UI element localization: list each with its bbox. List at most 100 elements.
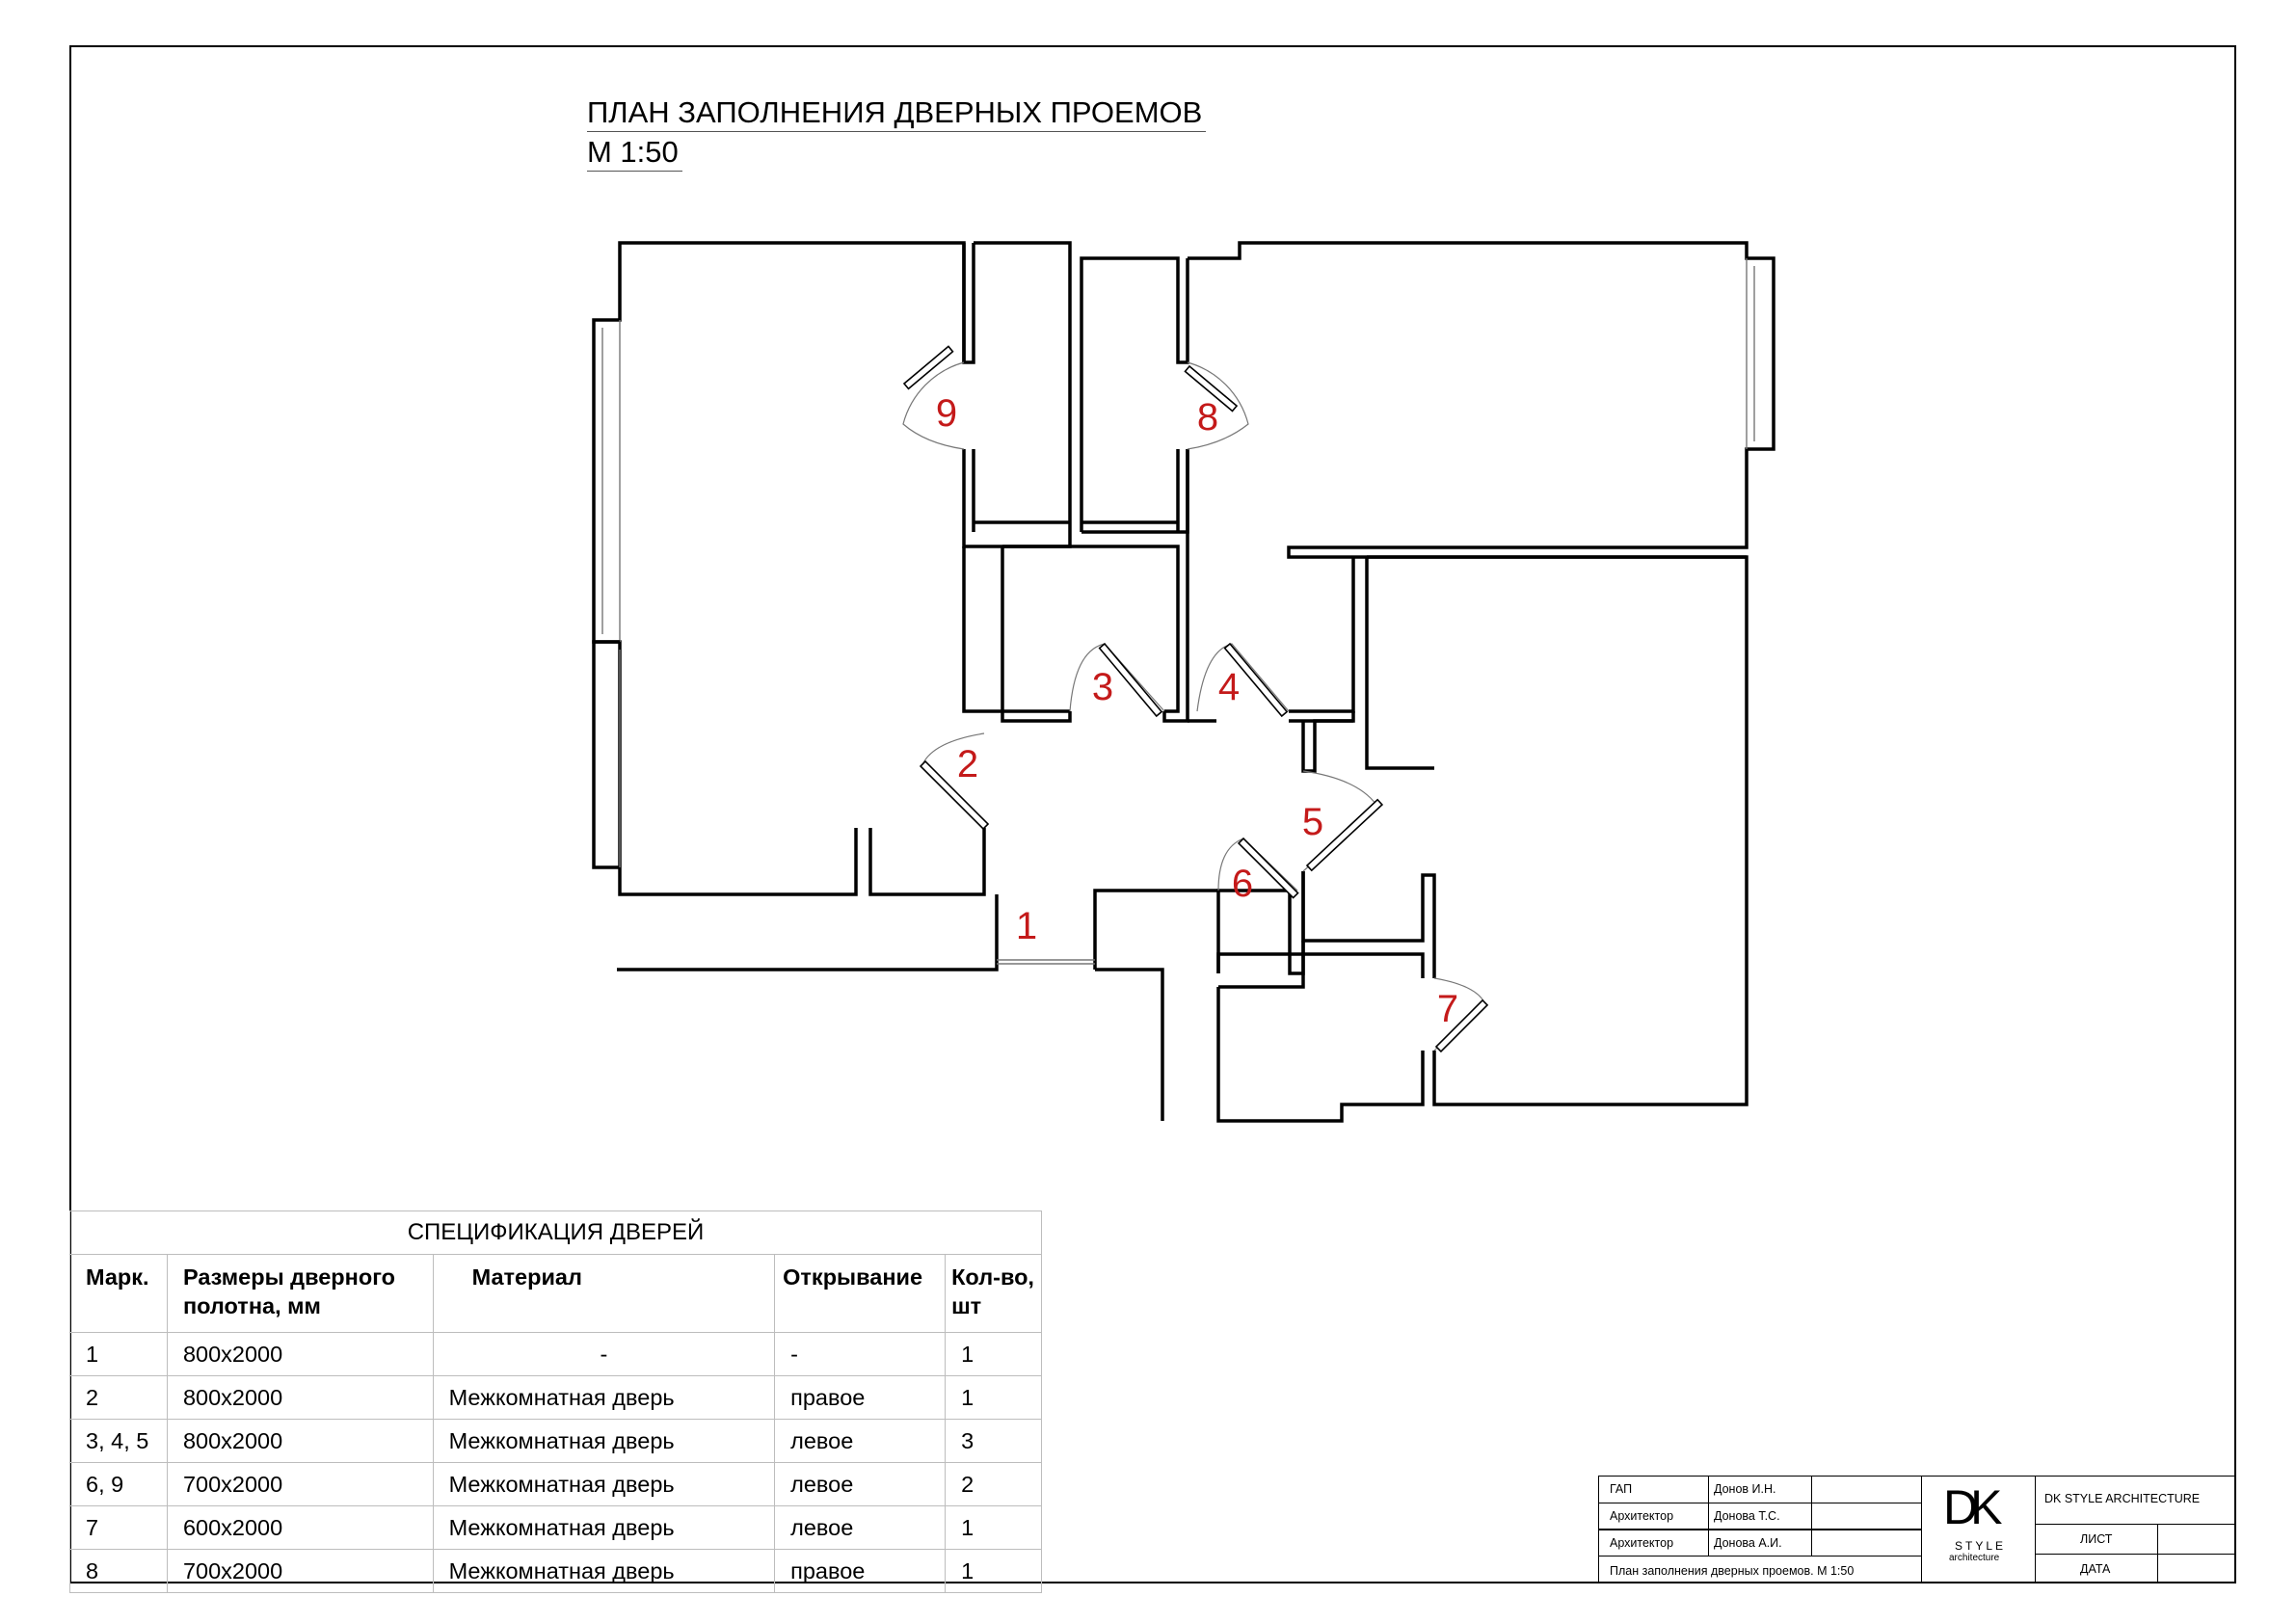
table-row: 2 800х2000 Межкомнатная дверь правое 1 xyxy=(69,1375,1042,1420)
door-5-leaf xyxy=(1305,798,1384,872)
row-qty: 3 xyxy=(945,1419,1042,1463)
stamp-name-2: Донова Т.С. xyxy=(1714,1509,1780,1523)
spec-header-opening: Открывание xyxy=(774,1254,947,1333)
row-mark: 1 xyxy=(69,1332,168,1376)
row-opening: правое xyxy=(774,1549,947,1593)
row-size: 700х2000 xyxy=(166,1462,434,1506)
table-row: 7 600х2000 Межкомнатная дверь левое 1 xyxy=(69,1505,1042,1550)
spec-header-qty: Кол-во,шт xyxy=(945,1254,1042,1333)
door-9-leaf xyxy=(902,345,954,390)
table-row: 3, 4, 5 800х2000 Межкомнатная дверь лево… xyxy=(69,1419,1042,1463)
door-8-swing xyxy=(1187,361,1249,450)
wall-entrance-right xyxy=(1095,968,1164,1121)
door-mark-3: 3 xyxy=(1092,666,1113,708)
wall-closet-right xyxy=(1080,256,1189,532)
drawing-title-main: ПЛАН ЗАПОЛНЕНИЯ ДВЕРНЫХ ПРОЕМОВ xyxy=(587,94,1207,132)
door-6-leaf xyxy=(1237,837,1299,899)
stamp-role-1: ГАП xyxy=(1610,1482,1633,1496)
wall-corridor-left xyxy=(962,546,1002,713)
wall-right-top-room xyxy=(1188,241,1775,559)
spec-header-mark: Марк. xyxy=(69,1254,168,1333)
logo-mark: DK xyxy=(1943,1480,2003,1534)
row-opening: левое xyxy=(774,1419,947,1463)
stamp-row-divider xyxy=(2035,1524,2236,1555)
row-material: Межкомнатная дверь xyxy=(432,1462,776,1506)
door-mark-8: 8 xyxy=(1197,396,1218,439)
wall-door9-top-jamb xyxy=(962,243,975,364)
door-2-leaf xyxy=(919,759,990,831)
row-material: Межкомнатная дверь xyxy=(432,1419,776,1463)
door-mark-1: 1 xyxy=(1016,905,1037,947)
door-mark-9: 9 xyxy=(936,392,957,435)
wall-left-bottom-segment xyxy=(868,828,986,896)
row-opening: левое xyxy=(774,1505,947,1550)
table-row: 6, 9 700х2000 Межкомнатная дверь левое 2 xyxy=(69,1462,1042,1506)
wall-entrance-left xyxy=(617,894,999,971)
door-mark-6: 6 xyxy=(1232,863,1253,905)
door-8-leaf xyxy=(1184,364,1239,412)
wall-entrance-right-top xyxy=(1093,889,1218,970)
row-mark: 3, 4, 5 xyxy=(69,1419,168,1463)
wall-lower-storage xyxy=(1216,987,1425,1123)
row-mark: 8 xyxy=(69,1549,168,1593)
row-qty: 1 xyxy=(945,1375,1042,1420)
row-size: 800х2000 xyxy=(166,1419,434,1463)
spec-caption: СПЕЦИФИКАЦИЯ ДВЕРЕЙ xyxy=(69,1211,1042,1255)
wall-left-room xyxy=(592,241,966,896)
row-material: Межкомнатная дверь xyxy=(432,1505,776,1550)
stamp-row-divider xyxy=(1598,1503,1922,1530)
stamp-date-label: ДАТА xyxy=(2080,1562,2111,1576)
door-7-leaf xyxy=(1434,998,1489,1053)
drawing-title: ПЛАН ЗАПОЛНЕНИЯ ДВЕРНЫХ ПРОЕМОВ М 1:50 xyxy=(587,94,1207,172)
wall-bath xyxy=(1002,545,1180,713)
door-specification-table: СПЕЦИФИКАЦИЯ ДВЕРЕЙ Марк. Размеры дверно… xyxy=(69,1211,1042,1593)
wall-door4-right xyxy=(1289,557,1355,713)
stamp-name-1: Донов И.Н. xyxy=(1714,1482,1776,1496)
wall-closet-right-bottom xyxy=(1081,449,1189,534)
door-mark-7: 7 xyxy=(1437,988,1458,1030)
stamp-role-2: Архитектор xyxy=(1610,1509,1674,1523)
stamp-name-3: Донова А.И. xyxy=(1714,1536,1782,1550)
door-mark-2: 2 xyxy=(957,743,978,785)
logo-sub: architecture xyxy=(1949,1553,2000,1563)
logo-style: STYLE xyxy=(1955,1539,2007,1553)
wall-hall-lower xyxy=(1216,941,1305,973)
wall-door3-right-jamb xyxy=(1162,449,1189,723)
row-opening: правое xyxy=(774,1375,947,1420)
title-stamp: ГАП Архитектор Архитектор Донов И.Н. Дон… xyxy=(1598,1476,2236,1583)
row-qty: 1 xyxy=(945,1505,1042,1550)
wall-door5-closet xyxy=(1301,719,1353,773)
row-material: - xyxy=(432,1332,776,1376)
wall-left-bay-lower xyxy=(592,640,620,869)
door-3-leaf xyxy=(1098,642,1163,718)
row-size: 700х2000 xyxy=(166,1549,434,1593)
stamp-sheet-label: ЛИСТ xyxy=(2080,1532,2113,1546)
row-material: Межкомнатная дверь xyxy=(432,1375,776,1420)
stamp-role-3: Архитектор xyxy=(1610,1536,1674,1550)
wall-door7-upper xyxy=(1301,871,1436,978)
table-row: 1 800х2000 - - 1 xyxy=(69,1332,1042,1376)
wall-closet-left xyxy=(962,241,1072,548)
door-mark-4: 4 xyxy=(1218,666,1240,708)
spec-header-material: Материал xyxy=(432,1254,776,1333)
row-qty: 1 xyxy=(945,1332,1042,1376)
wall-door3-left-jamb xyxy=(1001,711,1072,723)
wall-partition-right xyxy=(1365,557,1434,770)
row-size: 800х2000 xyxy=(166,1332,434,1376)
wall-right-bottom-room xyxy=(1367,555,1749,1106)
row-opening: левое xyxy=(774,1462,947,1506)
sheet-frame xyxy=(69,45,2236,1583)
row-size: 600х2000 xyxy=(166,1505,434,1550)
row-material: Межкомнатная дверь xyxy=(432,1549,776,1593)
row-mark: 7 xyxy=(69,1505,168,1550)
door-4-leaf xyxy=(1223,642,1289,718)
stamp-company-block xyxy=(2035,1476,2236,1583)
stamp-row-divider xyxy=(1598,1530,1922,1556)
row-mark: 2 xyxy=(69,1375,168,1420)
row-opening: - xyxy=(774,1332,947,1376)
row-qty: 1 xyxy=(945,1549,1042,1593)
stamp-sheet-title: План заполнения дверных проемов. М 1:50 xyxy=(1610,1564,1855,1578)
wall-lower-storage-top xyxy=(1218,952,1425,989)
